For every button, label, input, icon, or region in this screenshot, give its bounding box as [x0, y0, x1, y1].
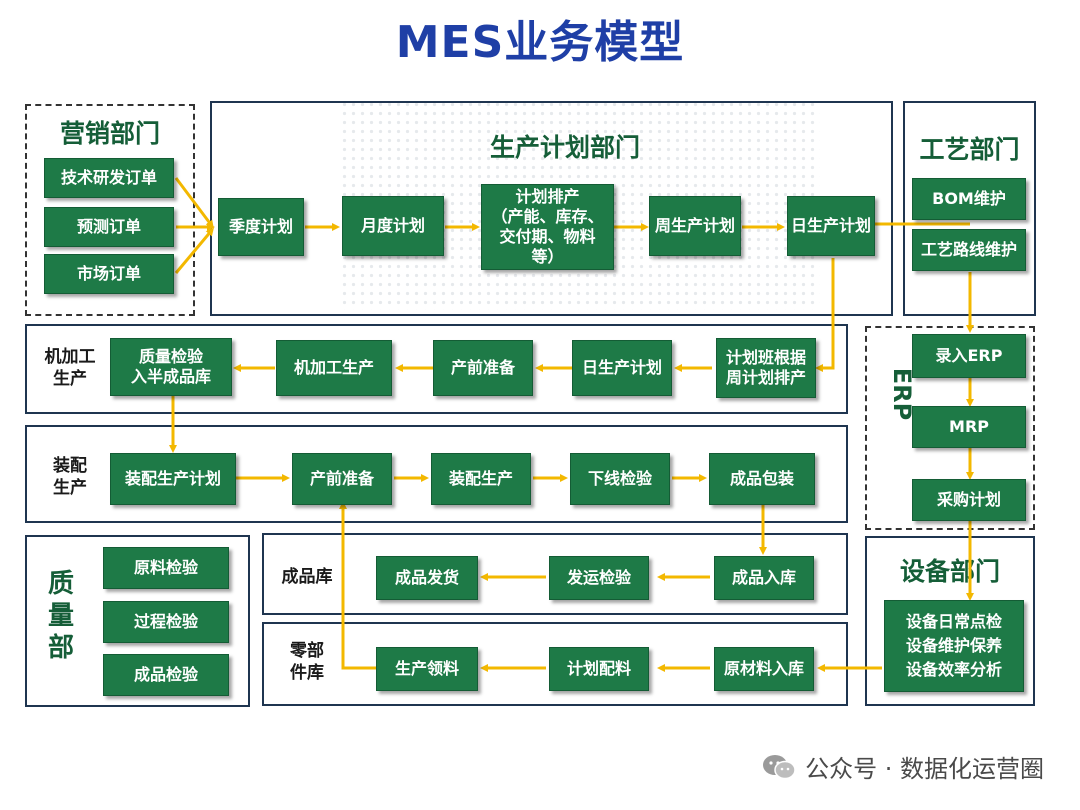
erp-entry-box: 录入ERP — [912, 334, 1026, 378]
scheduling-box: 计划排产 （产能、库存、交付期、物料等） — [481, 184, 614, 270]
shipping-inspection-box: 发运检验 — [549, 556, 649, 600]
quality-semi-finished-box: 质量检验 入半成品库 — [110, 338, 232, 396]
finished-delivery-box: 成品发货 — [376, 556, 478, 600]
planning-label: 生产计划部门 — [489, 133, 640, 162]
finished-label: 成品库 — [281, 567, 333, 587]
assembly-production-box: 装配生产 — [431, 453, 531, 505]
machining-production-box: 机加工生产 — [276, 340, 392, 396]
raw-material-inbound-box: 原材料入库 — [714, 647, 814, 691]
page-title: MES业务模型 — [395, 17, 685, 68]
equipment-maintenance-box: 设备日常点检 设备维护保养 设备效率分析 — [884, 600, 1024, 692]
mrp-box: MRP — [912, 406, 1026, 448]
shift-scheduling-box: 计划班根据 周计划排产 — [716, 338, 816, 398]
final-inspection-box: 成品检验 — [103, 654, 229, 696]
assembly-label: 装配 生产 — [53, 456, 87, 498]
sales-label: 营销部门 — [59, 119, 160, 148]
quality-label: 质 量 部 — [47, 569, 74, 663]
planned-kitting-box: 计划配料 — [549, 647, 649, 691]
routing-maintenance-box: 工艺路线维护 — [912, 229, 1026, 271]
craft-label: 工艺部门 — [919, 135, 1020, 164]
monthly-plan-box: 月度计划 — [342, 196, 444, 256]
raw-inspection-box: 原料检验 — [103, 547, 229, 589]
erp-label: ERP — [876, 368, 916, 420]
bom-maintenance-box: BOM维护 — [912, 178, 1026, 220]
weekly-plan-box: 周生产计划 — [649, 196, 741, 256]
process-inspection-box: 过程检验 — [103, 601, 229, 643]
offline-inspection-box: 下线检验 — [570, 453, 670, 505]
assembly-plan-box: 装配生产计划 — [110, 453, 236, 505]
material-picking-box: 生产领料 — [376, 647, 478, 691]
daily-plan-box: 日生产计划 — [787, 196, 875, 256]
equipment-label: 设备部门 — [899, 557, 1000, 586]
machining-label: 机加工 生产 — [44, 347, 96, 389]
machining-preparation-box: 产前准备 — [433, 340, 533, 396]
forecast-order-box: 预测订单 — [44, 207, 174, 247]
market-order-box: 市场订单 — [44, 254, 174, 294]
procurement-plan-box: 采购计划 — [912, 479, 1026, 521]
assembly-preparation-box: 产前准备 — [292, 453, 392, 505]
parts-label: 零部 件库 — [290, 641, 324, 683]
machining-daily-plan-box: 日生产计划 — [572, 340, 672, 396]
finished-packaging-box: 成品包装 — [709, 453, 815, 505]
wechat-icon — [761, 753, 797, 781]
watermark-text: 公众号 · 数据化运营圈 — [805, 755, 1044, 783]
tech-rd-order-box: 技术研发订单 — [44, 158, 174, 198]
finished-inbound-box: 成品入库 — [714, 556, 814, 600]
quarterly-plan-box: 季度计划 — [218, 198, 304, 256]
watermark: 公众号 · 数据化运营圈 — [761, 749, 1044, 784]
